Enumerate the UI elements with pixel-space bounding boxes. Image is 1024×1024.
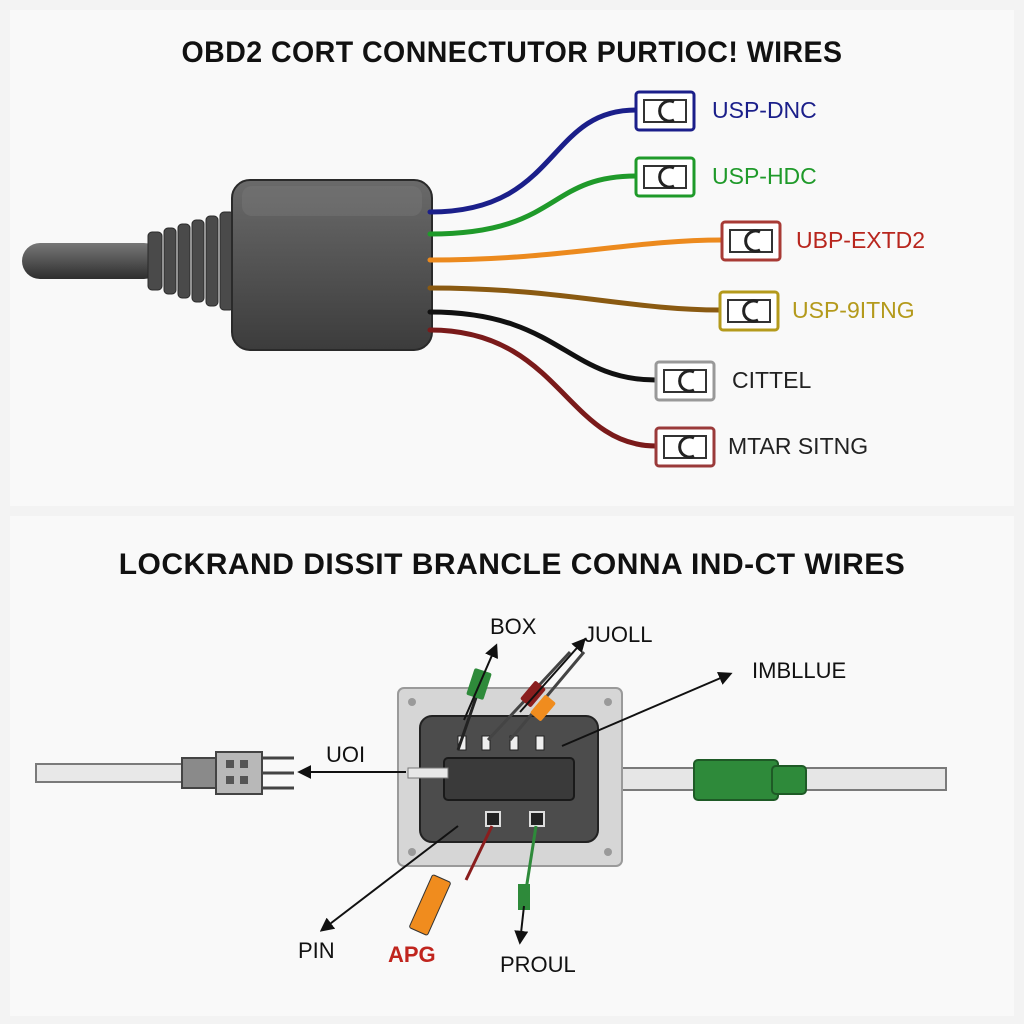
green-inline-connector: [693, 759, 807, 801]
terminal-mtar-sitng: [654, 426, 716, 468]
terminal-ubp-extd2: [720, 220, 782, 262]
terminal-hook-icon: [742, 299, 759, 323]
wire-usp-9itng: [427, 285, 723, 313]
terminal-hook-icon: [744, 229, 761, 253]
wire-label-usp-hdc: USP-HDC: [712, 163, 817, 189]
terminal-cittel: [654, 360, 716, 402]
terminal-hook-icon: [678, 435, 695, 459]
wire-ubp-extd2: [427, 237, 725, 263]
callout-imbllue: IMBLLUE: [752, 658, 846, 683]
terminal-hook-icon: [658, 165, 675, 189]
wire-usp-hdc: [427, 173, 639, 237]
callout-arrows: [297, 637, 733, 945]
top-diagram-title: OBD2 CORT CONNECTUTOR PURTIOC! WIRES: [181, 36, 843, 69]
terminal-hook-icon: [678, 369, 695, 393]
obd2-connector-body: [231, 179, 433, 351]
callout-proul: PROUL: [500, 952, 576, 977]
callout-juoll: JUOLL: [584, 622, 652, 647]
left-plug-connector: [181, 751, 294, 795]
wire-label-usp-dnc: USP-DNC: [712, 97, 817, 123]
terminal-usp-dnc: [634, 90, 696, 132]
wire-label-cittel: CITTEL: [732, 367, 811, 393]
connector-wires: [427, 107, 725, 449]
terminal-hook-icon: [658, 99, 675, 123]
junction-box: [397, 687, 623, 867]
wire-label-ubp-extd2: UBP-EXTD2: [796, 227, 925, 253]
terminal-usp-9itng: [718, 290, 780, 332]
wire-usp-dnc: [427, 107, 639, 215]
wire-label-usp-9itng: USP-9ITNG: [792, 297, 915, 323]
wire-label-mtar-sitng: MTAR SITNG: [728, 433, 868, 459]
wire-mtar-sitng: [427, 327, 659, 449]
terminal-usp-hdc: [634, 156, 696, 198]
callout-apg: APG: [388, 942, 436, 967]
callout-box: BOX: [490, 614, 537, 639]
bottom-diagram-title: LOCKRAND DISSIT BRANCLE CONNA IND-CT WIR…: [118, 548, 906, 581]
callout-pin: PIN: [298, 938, 335, 963]
callout-uoi: UOI: [326, 742, 365, 767]
wire-cittel: [427, 309, 659, 383]
obd2-cable: [22, 211, 235, 311]
